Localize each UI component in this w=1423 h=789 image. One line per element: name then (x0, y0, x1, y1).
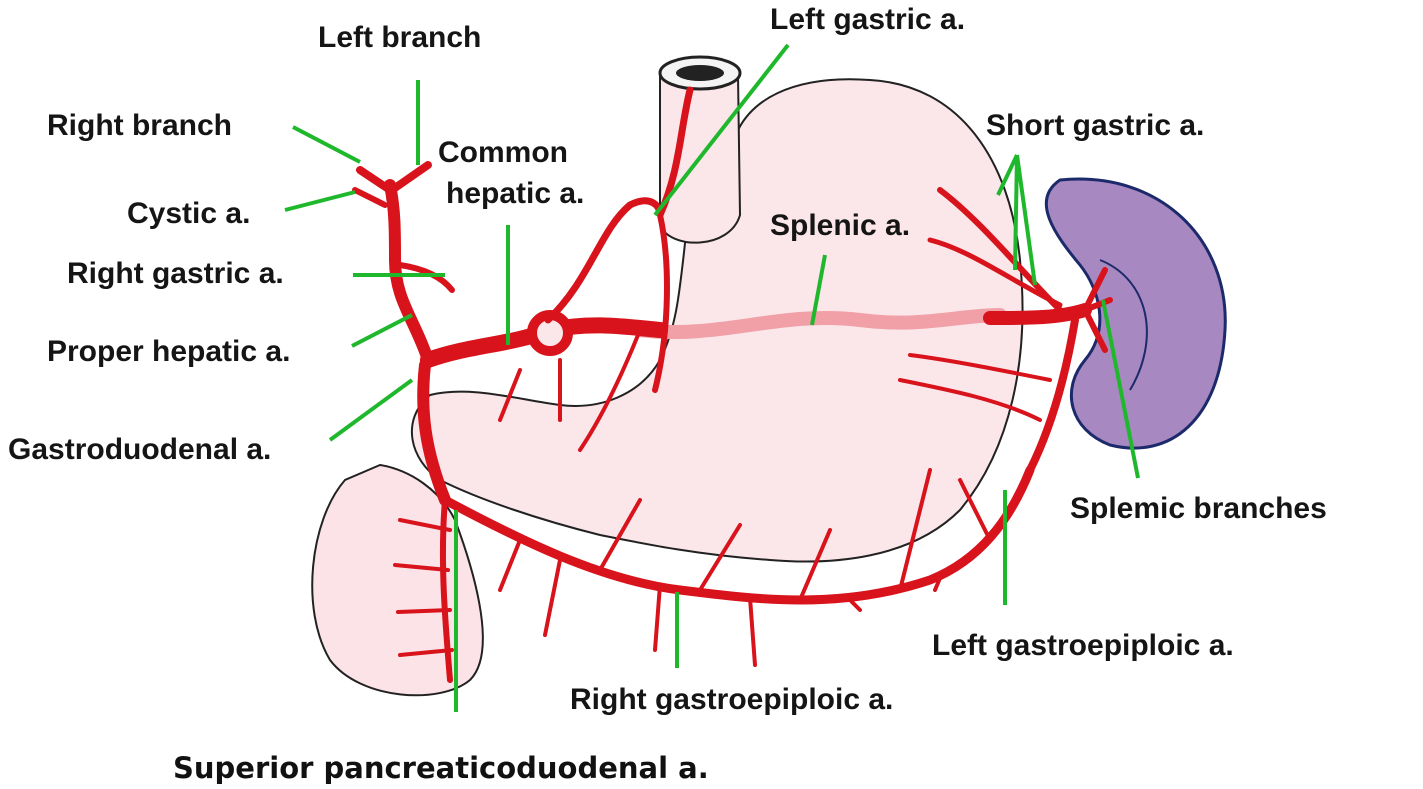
label-splenic-branches: Splemic branches (1070, 493, 1327, 525)
label-proper-hepatic: Proper hepatic a. (47, 336, 290, 368)
label-cystic: Cystic a. (127, 198, 250, 230)
label-left-gastroepiploic: Left gastroepiploic a. (932, 630, 1234, 662)
label-splenic: Splenic a. (770, 210, 910, 242)
label-right-gastroepiploic: Right gastroepiploic a. (570, 684, 893, 716)
label-short-gastric: Short gastric a. (986, 110, 1204, 142)
label-right-gastric: Right gastric a. (67, 258, 284, 290)
label-superior-pancreaticoduodenal: Superior pancreaticoduodenal a. (173, 753, 709, 783)
label-left-gastric: Left gastric a. (770, 4, 965, 36)
label-right-branch: Right branch (47, 110, 232, 142)
label-common-hepatic-line1: Common (438, 137, 568, 169)
label-common-hepatic-line2: hepatic a. (446, 178, 584, 210)
label-left-branch: Left branch (318, 22, 481, 54)
label-gastroduodenal: Gastroduodenal a. (8, 434, 271, 466)
